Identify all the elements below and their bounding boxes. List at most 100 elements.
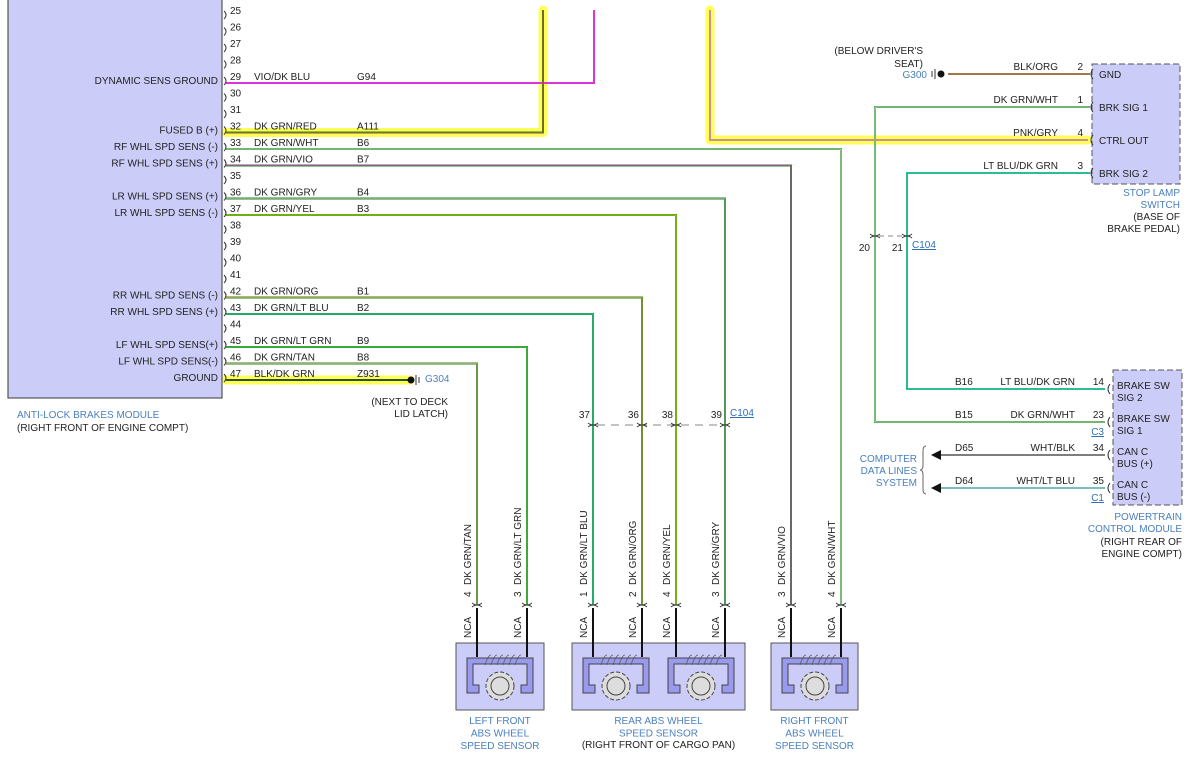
arrow-left-icon [931, 450, 941, 460]
sensor-name: SPEED SENSOR [461, 741, 540, 752]
data-lines-label: DATA LINES [861, 466, 918, 477]
pcm-wire-color: LT BLU/DK GRN [1000, 377, 1075, 388]
coil-icon [697, 654, 705, 666]
sensor-nca-label: NCA [463, 617, 474, 638]
sensor-pin-number: 3 [513, 591, 524, 597]
rotation-arrow-icon [490, 676, 510, 696]
connector-pin-icon [719, 422, 731, 428]
tone-ring-icon [485, 671, 515, 701]
coil-icon [709, 654, 717, 666]
pin-socket-icon [1090, 101, 1094, 113]
wire-dk-grn-tan-stripe [226, 363, 478, 605]
sensor-name: SPEED SENSOR [775, 741, 854, 752]
pin-socket-icon [223, 109, 227, 119]
sensor-pin-number: 4 [827, 591, 838, 597]
wire-dk-grn-yel-stripe [226, 214, 677, 605]
sensor-wire-color: DK GRN/LT GRN [513, 508, 524, 585]
abs-pin-label: LR WHL SPD SENS (+) [112, 192, 218, 203]
c104-link[interactable]: C104 [912, 240, 936, 251]
stop-lamp-wire-color: PNK/GRY [1013, 128, 1058, 139]
pcm-circuit-id: D65 [955, 443, 974, 454]
abs-pin-label: DYNAMIC SENS GROUND [95, 76, 218, 87]
stop-lamp-pin-label: GND [1099, 70, 1121, 81]
sensor-wire-color: DK GRN/TAN [463, 524, 474, 585]
stop-lamp-pin-label: BRK SIG 2 [1099, 169, 1148, 180]
pcm-pin-label: BRAKE SW [1117, 414, 1170, 425]
abs-pin-number: 46 [230, 353, 242, 364]
pcm-body [1112, 369, 1183, 506]
sensor-pin-number: 1 [579, 591, 590, 597]
abs-circuit-id: B1 [357, 287, 370, 298]
sensor-nca-label: NCA [777, 617, 788, 638]
abs-pin-number: 45 [230, 336, 242, 347]
abs-circuit-id: Z931 [357, 369, 380, 380]
sensor-core-icon [667, 657, 735, 694]
connector-pin-icon [901, 233, 913, 239]
pin-socket-icon [1090, 167, 1094, 179]
sensor-name: LEFT FRONT [469, 716, 530, 727]
connector-pin-icon [670, 422, 682, 428]
connector-pin-icon [471, 602, 483, 608]
wire-dk-grn-wht-brk1 [874, 106, 1105, 423]
stop-lamp-pin-number: 4 [1077, 128, 1083, 139]
c104-pin-number: 37 [579, 410, 591, 421]
c104-link[interactable]: C104 [730, 408, 754, 419]
pcm-circuit-id: B15 [955, 410, 973, 421]
abs-pin-number: 39 [230, 237, 242, 248]
coil-icon [630, 654, 638, 666]
pin-socket-icon [1090, 134, 1094, 146]
pin-socket-icon [223, 10, 227, 20]
pcm-wire-color: DK GRN/WHT [1011, 410, 1075, 421]
pin-socket-icon [223, 274, 227, 284]
wire-dk-grn-red-stripe [226, 10, 544, 133]
coil-icon [484, 654, 492, 666]
ground-g304-location: (NEXT TO DECK [371, 397, 448, 408]
coil-icon [612, 654, 620, 666]
coil-icon [606, 654, 614, 666]
stop-lamp-pin-number: 1 [1077, 95, 1083, 106]
c104-pin-number: 20 [859, 243, 871, 254]
pcm-pin-label: BRAKE SW [1117, 381, 1170, 392]
abs-pin-label: GROUND [174, 373, 218, 384]
pin-socket-icon [223, 126, 227, 135]
pcm-pin-number: 34 [1093, 443, 1105, 454]
pin-socket-icon [223, 307, 227, 317]
abs-circuit-id: A111 [357, 122, 379, 133]
pin-socket-icon [223, 76, 227, 86]
wire-lt-blu-dk-grn-brk2-stripe [906, 172, 1105, 390]
coil-icon [817, 654, 825, 666]
pcm-connector-link[interactable]: C1 [1091, 493, 1104, 504]
abs-wire-color: BLK/DK GRN [254, 369, 315, 380]
abs-circuit-id: B9 [357, 336, 370, 347]
wire-dk-grn-wht-stripe [226, 148, 842, 605]
wire-lt-blu-dk-grn-brk2 [906, 172, 1105, 390]
pin-socket-icon [223, 258, 227, 267]
coil-icon [496, 654, 504, 666]
stop-lamp-switch-name: SWITCH [1141, 200, 1180, 211]
abs-pin-label: LR WHL SPD SENS (-) [114, 208, 218, 219]
pin-socket-icon [223, 291, 227, 300]
abs-pin-number: 32 [230, 122, 242, 133]
sensor-name: REAR ABS WHEEL [614, 716, 703, 727]
connector-pin-icon [785, 602, 797, 608]
wire-dk-grn-lt-grn [226, 346, 528, 605]
sensor-wire-color: DK GRN/LT BLU [579, 510, 590, 585]
pcm-connector-link[interactable]: C3 [1091, 427, 1104, 438]
sensor-nca-label: NCA [662, 617, 673, 638]
stop-lamp-pin-number: 2 [1077, 62, 1083, 73]
c104-pin-number: 21 [892, 243, 904, 254]
wire-dk-grn-wht-brk1-stripe [874, 106, 1105, 423]
abs-circuit-id: B4 [357, 188, 370, 199]
abs-wire-color: VIO/DK BLU [254, 72, 310, 83]
pcm-pin-label: BUS (-) [1117, 492, 1150, 503]
abs-pin-number: 42 [230, 287, 242, 298]
coil-icon [490, 654, 498, 666]
connector-pin-icon [869, 233, 881, 239]
pcm-name: CONTROL MODULE [1088, 524, 1182, 535]
abs-pin-number: 40 [230, 254, 242, 265]
